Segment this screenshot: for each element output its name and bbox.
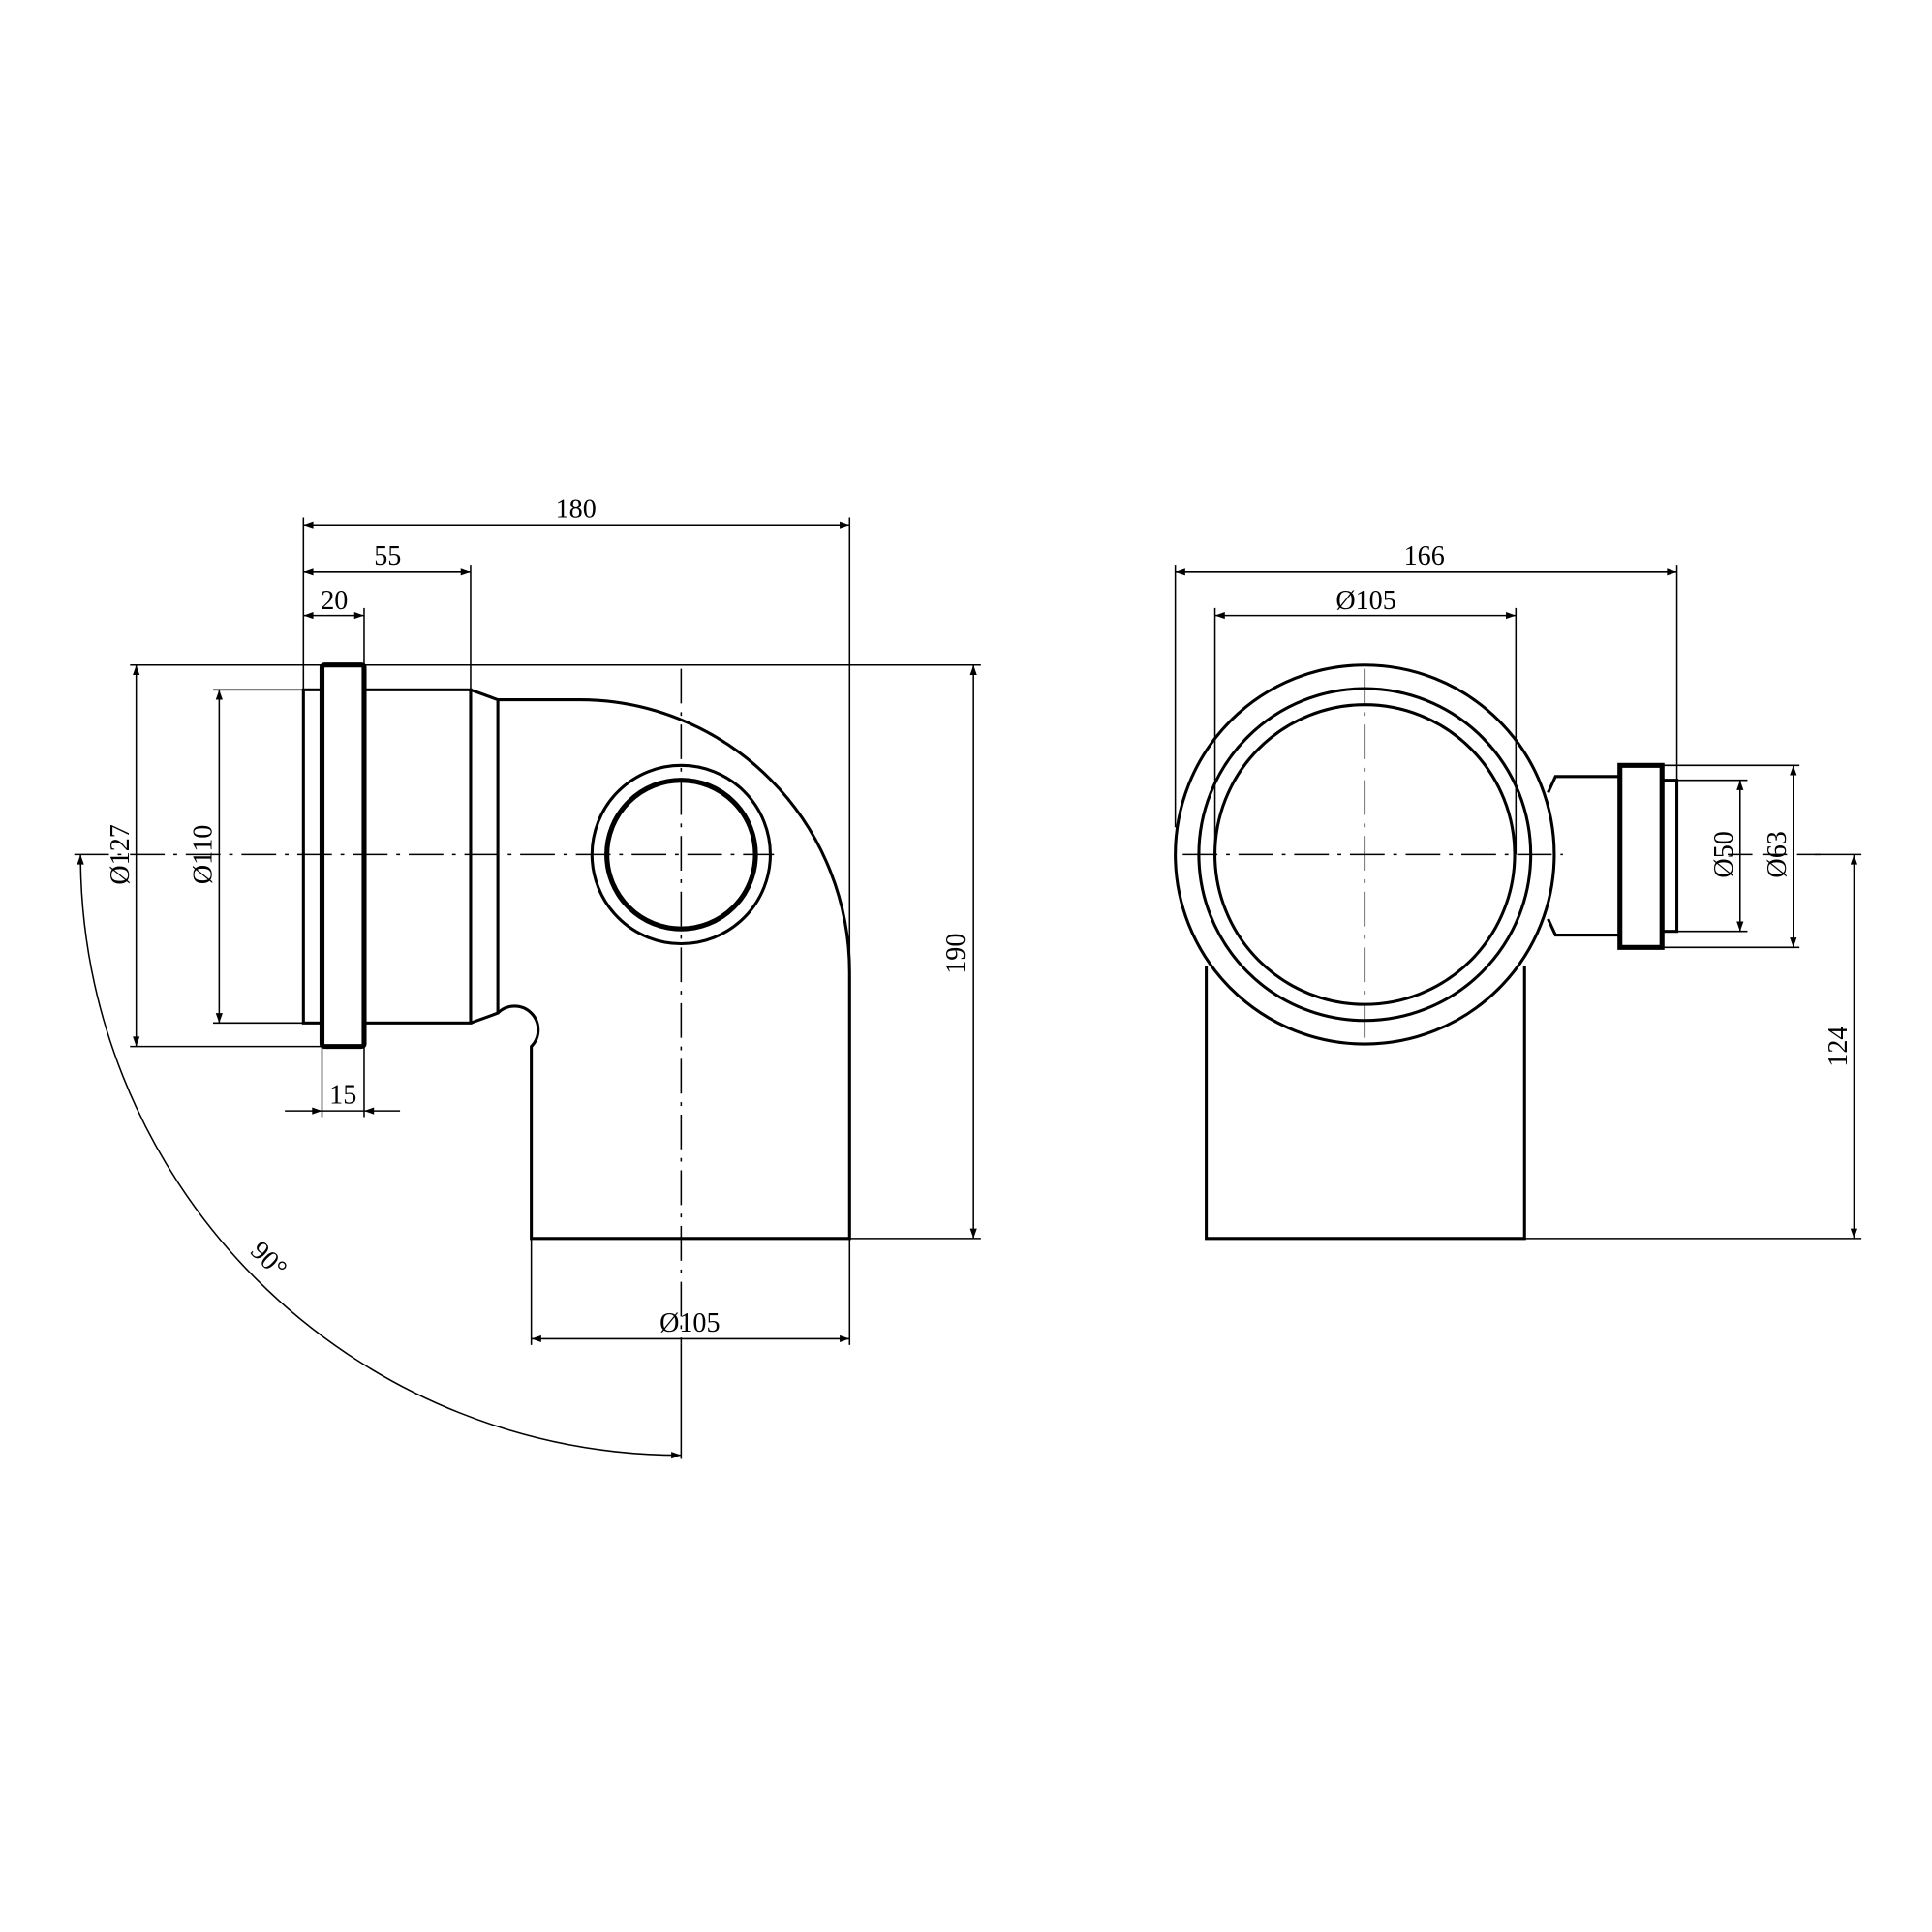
dim-overall-height: 190 xyxy=(130,663,981,1240)
end-view: 166 Ø105 Ø50 Ø63 124 xyxy=(1174,541,1862,1241)
dim-overall-width: 166 xyxy=(1174,541,1678,828)
socket xyxy=(362,688,473,1025)
centerlines xyxy=(74,668,775,1459)
branch-spigot xyxy=(1660,779,1679,934)
outer-circle xyxy=(1174,663,1556,1046)
dim-socket-depth: 55 xyxy=(303,541,472,690)
branch-flange xyxy=(1617,762,1665,950)
dim-label: Ø63 xyxy=(1763,831,1793,877)
dim-bend-angle: 90° xyxy=(77,854,682,1459)
dim-branch-axis-height: 124 xyxy=(1524,853,1862,1240)
dim-label: Ø105 xyxy=(659,1308,721,1338)
dim-outlet-diameter: Ø105 xyxy=(530,1238,851,1345)
dim-label: 55 xyxy=(374,541,401,571)
taper xyxy=(470,688,500,1025)
tee-body xyxy=(1174,663,1679,1241)
dim-branch-inner-diameter: Ø50 xyxy=(1676,779,1748,933)
flange-ring xyxy=(319,662,367,1050)
elbow-body xyxy=(301,662,851,1241)
dim-label: Ø127 xyxy=(106,824,136,885)
dim-label: 90° xyxy=(244,1236,292,1284)
dim-label: 20 xyxy=(321,586,348,616)
dim-inlet-length: 20 xyxy=(303,586,365,665)
dim-overall-length: 180 xyxy=(302,495,851,972)
dim-inlet-diameter: Ø110 xyxy=(189,689,304,1025)
dim-label: Ø50 xyxy=(1709,831,1739,877)
dim-label: 124 xyxy=(1824,1027,1854,1067)
outlet-body xyxy=(1205,966,1526,1241)
dim-body-diameter: Ø105 xyxy=(1213,586,1518,855)
dim-label: Ø105 xyxy=(1335,586,1396,616)
side-view: 180 55 20 15 190 xyxy=(74,495,981,1459)
dim-label: 166 xyxy=(1404,541,1445,571)
dim-flange-width: 15 xyxy=(285,1046,401,1118)
dim-label: 180 xyxy=(556,495,597,525)
inlet-spigot xyxy=(301,688,324,1025)
dim-label: Ø110 xyxy=(189,825,219,884)
dim-label: 190 xyxy=(941,934,971,974)
dim-label: 15 xyxy=(329,1080,356,1110)
dim-branch-outer-diameter: Ø63 xyxy=(1662,764,1800,949)
branch-pipe xyxy=(1547,775,1622,937)
